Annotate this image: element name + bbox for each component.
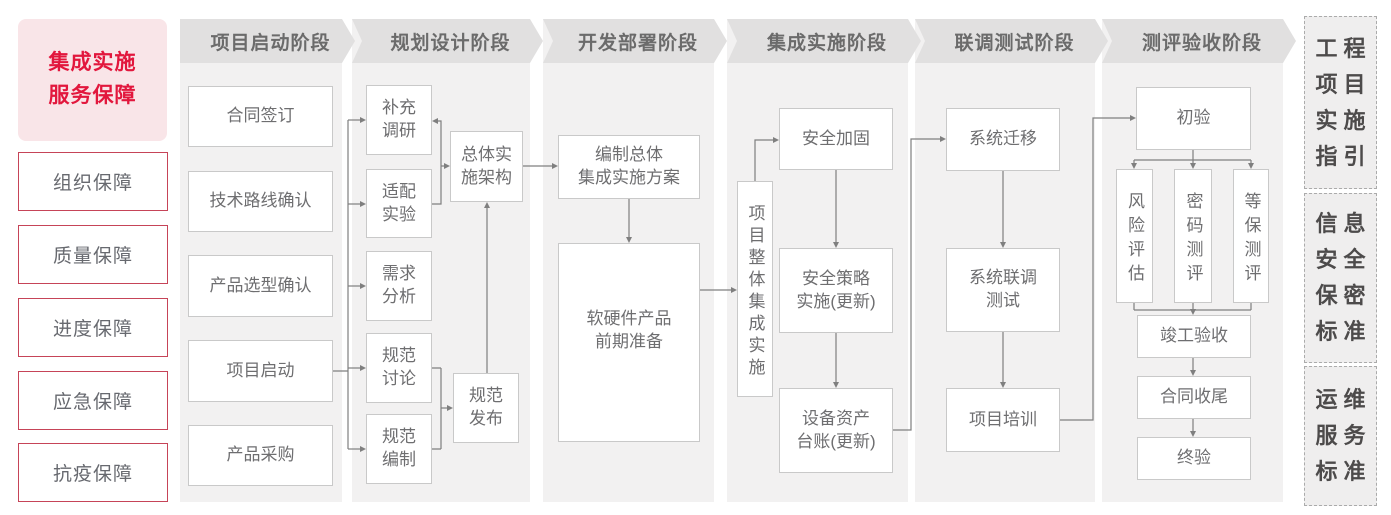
box-product-selection-confirm: 产品选型确认 — [188, 255, 333, 317]
phase-header-label: 规划设计阶段 — [390, 32, 511, 54]
box-asset-ledger-update: 设备资产 台账(更新) — [779, 388, 893, 473]
phase-header-acceptance: 测评验收阶段 — [1102, 19, 1296, 63]
standard-row: 指引 — [1315, 143, 1372, 169]
standard-row: 实施 — [1315, 107, 1372, 133]
standard-row: 保密 — [1315, 283, 1372, 308]
standard-ops-service: 运维 服务 标准 — [1304, 366, 1377, 506]
box-product-procurement: 产品采购 — [188, 425, 333, 486]
phase-header-label: 联调测试阶段 — [954, 32, 1075, 54]
phase-header-label: 测评验收阶段 — [1141, 32, 1262, 54]
box-project-overall-integration: 项目整体集成实施 — [737, 181, 773, 397]
box-spec-release: 规范 发布 — [453, 373, 519, 443]
box-preliminary-acceptance: 初验 — [1136, 87, 1251, 150]
sidebar-item-emergency: 应急保障 — [18, 371, 168, 430]
box-final-acceptance: 终验 — [1137, 437, 1251, 480]
box-security-hardening: 安全加固 — [779, 108, 893, 170]
box-project-training: 项目培训 — [946, 388, 1060, 452]
sidebar-item-schedule: 进度保障 — [18, 298, 168, 357]
standard-row: 服务 — [1315, 423, 1372, 448]
standard-row: 安全 — [1315, 247, 1372, 272]
phase-header-integration: 集成实施阶段 — [727, 19, 921, 63]
box-requirement-analysis: 需求 分析 — [366, 251, 432, 321]
sidebar-item-epidemic: 抗疫保障 — [18, 443, 168, 502]
box-project-kickoff: 项目启动 — [188, 340, 333, 402]
box-system-migration: 系统迁移 — [946, 108, 1060, 171]
standard-row: 标准 — [1315, 459, 1372, 484]
sidebar-title: 集成实施 服务保障 — [18, 19, 167, 141]
box-tech-route-confirm: 技术路线确认 — [188, 171, 333, 232]
standard-row: 项目 — [1315, 71, 1372, 97]
box-classified-protection-evaluation: 等保测评 — [1233, 169, 1269, 303]
box-spec-discussion: 规范 讨论 — [366, 333, 432, 403]
box-hw-sw-preparation: 软硬件产品 前期准备 — [558, 243, 700, 442]
sidebar-item-organization: 组织保障 — [18, 152, 168, 211]
box-completion-acceptance: 竣工验收 — [1137, 315, 1251, 358]
box-spec-drafting: 规范 编制 — [366, 414, 432, 484]
box-risk-assessment: 风险评估 — [1116, 169, 1153, 303]
standard-row: 运维 — [1315, 387, 1372, 412]
standard-information-security: 信息 安全 保密 标准 — [1304, 193, 1377, 363]
box-adaptation-test: 适配 实验 — [366, 169, 432, 238]
box-contract-closure: 合同收尾 — [1137, 376, 1251, 419]
box-overall-implementation-architecture: 总体实 施架构 — [450, 131, 523, 202]
box-supplementary-research: 补充 调研 — [366, 85, 432, 155]
standard-row: 信息 — [1315, 211, 1372, 236]
phase-header-project-kickoff: 项目启动阶段 — [180, 19, 355, 63]
box-contract-signing: 合同签订 — [188, 86, 333, 147]
standard-row: 标准 — [1315, 319, 1372, 344]
phase-header-dev-deploy: 开发部署阶段 — [543, 19, 727, 63]
standard-project-implementation-guide: 工程 项目 实施 指引 — [1304, 16, 1377, 189]
sidebar-item-quality: 质量保障 — [18, 225, 168, 284]
box-joint-debugging-test: 系统联调 测试 — [946, 248, 1060, 332]
box-security-policy-implementation: 安全策略 实施(更新) — [779, 248, 893, 333]
phase-header-joint-test: 联调测试阶段 — [915, 19, 1108, 63]
phase-header-planning-design: 规划设计阶段 — [352, 19, 543, 63]
phase-header-label: 开发部署阶段 — [577, 32, 698, 54]
box-crypto-evaluation: 密码测评 — [1174, 169, 1212, 303]
standard-row: 工程 — [1315, 35, 1372, 61]
phase-header-label: 集成实施阶段 — [766, 32, 887, 54]
box-overall-integration-plan: 编制总体 集成实施方案 — [558, 135, 700, 199]
phase-header-label: 项目启动阶段 — [210, 32, 331, 54]
